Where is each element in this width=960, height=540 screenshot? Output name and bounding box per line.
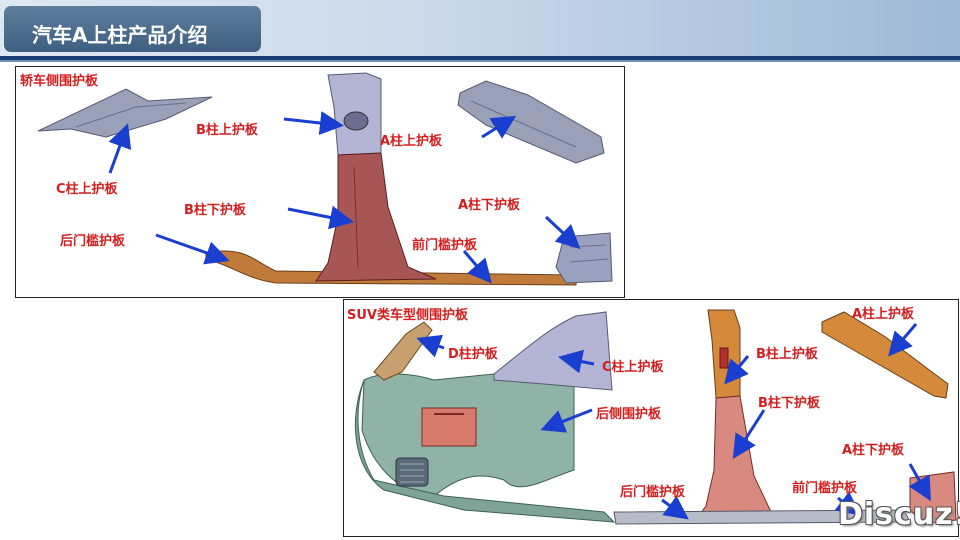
suv-a-pillar-upper-part	[822, 312, 948, 398]
label-b-pillar-lower: B柱下护板	[184, 199, 246, 218]
label-suv-c-pillar-upper: C柱上护板	[602, 356, 664, 375]
sedan-panel: 轿车侧围护板 B柱上护板 A柱上护板 C柱上护板 B柱下护板 A柱下护板 后门槛…	[15, 66, 625, 298]
label-rear-sill: 后门槛护板	[60, 230, 125, 249]
label-suv-front-sill: 前门槛护板	[792, 477, 857, 496]
title-box: 汽车A上柱产品介绍	[4, 6, 261, 52]
sedan-panel-title: 轿车侧围护板	[20, 70, 98, 89]
arrow-a-pillar-lower	[546, 217, 576, 245]
header-divider-light	[0, 60, 960, 62]
arrow-suv-a-pillar-upper	[892, 324, 916, 352]
arrow-rear-sill	[156, 235, 224, 259]
label-suv-d-pillar: D柱护板	[448, 343, 498, 362]
label-a-pillar-lower: A柱下护板	[458, 194, 520, 213]
page-title: 汽车A上柱产品介绍	[32, 19, 207, 48]
label-suv-a-pillar-lower: A柱下护板	[842, 439, 904, 458]
sedan-a-pillar-lower-part	[556, 233, 612, 283]
label-suv-b-pillar-upper: B柱上护板	[756, 343, 818, 362]
label-suv-a-pillar-upper: A柱上护板	[852, 303, 914, 322]
suv-d-pillar-part	[374, 322, 432, 380]
label-b-pillar-upper: B柱上护板	[196, 119, 258, 138]
suv-panel-title: SUV类车型侧围护板	[347, 304, 468, 323]
sedan-a-pillar-upper-part	[458, 81, 604, 163]
suv-c-pillar-upper-part	[494, 312, 612, 390]
arrow-suv-d-pillar	[422, 340, 444, 348]
label-a-pillar-upper: A柱上护板	[380, 130, 442, 149]
label-front-sill: 前门槛护板	[412, 234, 477, 253]
label-c-pillar-upper: C柱上护板	[56, 178, 118, 197]
label-suv-rear-side: 后侧围护板	[596, 403, 661, 422]
label-suv-b-pillar-lower: B柱下护板	[758, 392, 820, 411]
arrow-b-pillar-upper	[284, 119, 338, 125]
watermark-text: Discuz!	[838, 497, 960, 532]
label-suv-rear-sill: 后门槛护板	[620, 481, 685, 500]
